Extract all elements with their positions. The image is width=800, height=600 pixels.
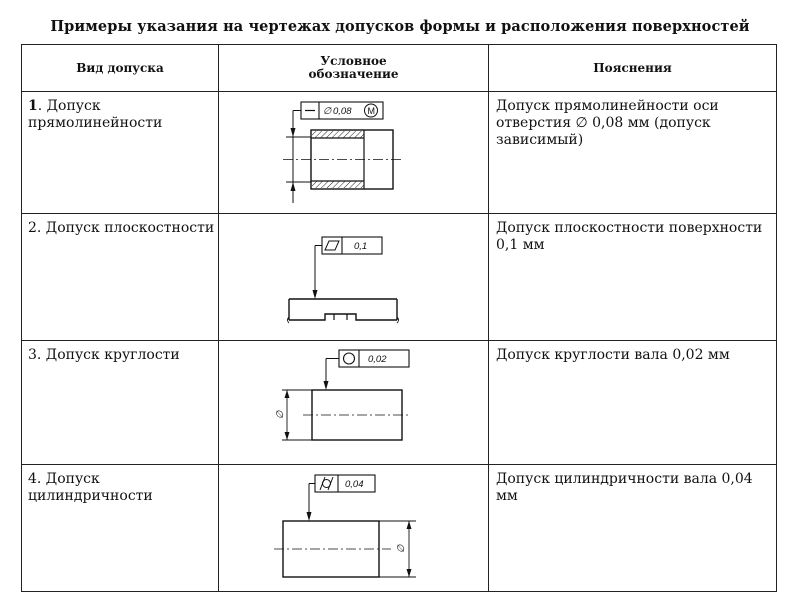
row-drawing: 0,04 ∅ — [218, 464, 489, 592]
tolerance-value: 0,08 — [333, 106, 352, 117]
modifier-circle-icon — [364, 103, 378, 118]
row-name: 1. Допуск прямолинейности — [21, 91, 219, 214]
feature-control-frame — [321, 236, 383, 255]
circularity-drawing: 0,02 ∅ — [275, 349, 411, 441]
table-row: 1. Допуск прямолинейности ∅ 0,08 M — [21, 91, 777, 214]
flatness-icon — [324, 240, 340, 251]
tolerance-value: 0,1 — [354, 241, 367, 252]
row-name: 4. Допуск цилиндричности — [21, 464, 219, 592]
row-name-text: . Допуск прямолинейности — [28, 98, 163, 131]
row-note: Допуск прямолинейности оси отверстия ∅ 0… — [488, 91, 777, 214]
tolerance-value: 0,02 — [368, 354, 387, 365]
tolerance-value: 0,04 — [345, 479, 364, 490]
table-header-row: Вид допуска Условное обозначение Пояснен… — [21, 44, 777, 92]
diameter-symbol: ∅ — [323, 106, 332, 117]
cylindricity-icon — [319, 476, 334, 491]
row-number: 1 — [28, 98, 38, 114]
row-drawing: 0,1 — [218, 213, 489, 341]
tolerance-table: Вид допуска Условное обозначение Пояснен… — [21, 44, 777, 592]
row-note: Допуск цилиндричности вала 0,04 мм — [488, 464, 777, 592]
row-drawing: ∅ 0,08 M — [218, 91, 489, 214]
table-row: 2. Допуск плоскостности 0,1 Д — [21, 213, 777, 341]
row-note: Допуск круглости вала 0,02 мм — [488, 340, 777, 465]
cylindricity-drawing: 0,04 ∅ — [274, 474, 416, 578]
flatness-drawing: 0,1 — [287, 236, 399, 324]
table-row: 4. Допуск цилиндричности 0,04 — [21, 464, 777, 592]
header-symbol-line2: обозначение — [308, 67, 399, 81]
header-symbol: Условное обозначение — [218, 44, 489, 92]
diameter-symbol: ∅ — [396, 544, 407, 553]
row-drawing: 0,02 ∅ — [218, 340, 489, 465]
page-title: Примеры указания на чертежах допусков фо… — [50, 18, 750, 35]
row-name: 2. Допуск плоскостности — [21, 213, 219, 341]
header-symbol-line1: Условное — [320, 54, 387, 68]
table-row: 3. Допуск круглости 0,02 ∅ — [21, 340, 777, 465]
straightness-drawing: ∅ 0,08 M — [283, 101, 403, 203]
diameter-symbol: ∅ — [275, 410, 286, 419]
modifier-letter: M — [368, 106, 376, 116]
row-note: Допуск плоскостности поверхности 0,1 мм — [488, 213, 777, 341]
header-type: Вид допуска — [21, 44, 219, 92]
circularity-icon — [342, 352, 356, 365]
row-name: 3. Допуск круглости — [21, 340, 219, 465]
header-notes: Пояснения — [488, 44, 777, 92]
